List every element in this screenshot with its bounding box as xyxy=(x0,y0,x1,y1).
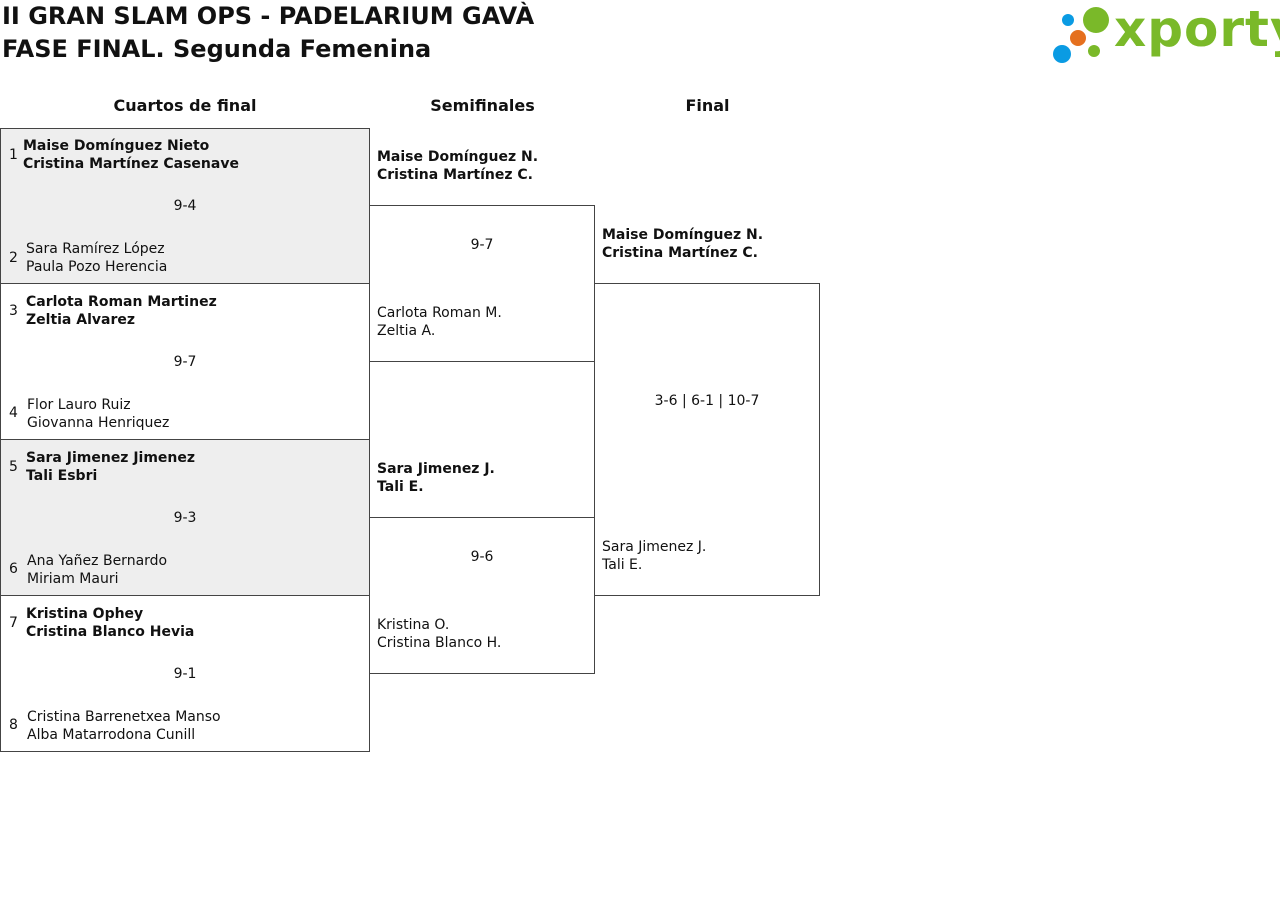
match-score: 9-1 xyxy=(173,666,197,682)
player-name: Zeltia A. xyxy=(377,323,436,339)
team-bottom: Ana Yañez Bernardo Miriam Mauri xyxy=(27,552,167,588)
final-match[interactable]: 3-6 | 6-1 | 10-7 Sara Jimenez J. Tali E. xyxy=(594,283,820,596)
seed-number: 8 xyxy=(9,717,18,733)
player-name: Cristina Blanco H. xyxy=(377,635,502,651)
player-name: Carlota Roman Martinez xyxy=(26,294,217,310)
quarterfinal-match[interactable]: 3 Carlota Roman Martinez Zeltia Alvarez … xyxy=(0,283,370,440)
team-bottom: Sara Jimenez J. Tali E. xyxy=(602,538,706,574)
seed-number: 7 xyxy=(9,615,18,631)
player-name: Maise Domínguez N. xyxy=(377,149,539,165)
team-top: Sara Jimenez Jimenez Tali Esbri xyxy=(26,449,195,485)
quarterfinal-match[interactable]: 7 Kristina Ophey Cristina Blanco Hevia 9… xyxy=(0,595,370,752)
player-name: Cristina Martínez Casenave xyxy=(23,156,239,172)
player-name: Flor Lauro Ruiz xyxy=(27,397,131,413)
player-name: Kristina O. xyxy=(377,617,450,633)
player-name: Cristina Martínez C. xyxy=(377,167,533,183)
player-name: Tali E. xyxy=(602,557,643,573)
player-name: Cristina Barrenetxea Manso xyxy=(27,709,221,725)
quarterfinal-match[interactable]: 1 Maise Domínguez Nieto Cristina Martíne… xyxy=(0,128,370,284)
player-name: Sara Jimenez Jimenez xyxy=(26,450,196,466)
player-name: Cristina Martínez C. xyxy=(602,245,758,261)
player-name: Sara Ramírez López xyxy=(26,241,165,257)
team-bottom: Flor Lauro Ruiz Giovanna Henriquez xyxy=(27,396,169,432)
player-name: Carlota Roman M. xyxy=(377,305,502,321)
seed-number: 1 xyxy=(9,147,18,163)
logo-wordmark: xporty xyxy=(1114,0,1280,58)
player-name: Giovanna Henriquez xyxy=(27,415,170,431)
team-top: Maise Domínguez Nieto Cristina Martínez … xyxy=(23,137,239,173)
tournament-title: II GRAN SLAM OPS - PADELARIUM GAVÀ xyxy=(2,2,535,30)
team-bottom: Sara Ramírez López Paula Pozo Herencia xyxy=(26,240,167,276)
seed-number: 5 xyxy=(9,459,18,475)
player-name: Cristina Blanco Hevia xyxy=(26,624,195,640)
seed-number: 4 xyxy=(9,405,18,421)
match-score: 9-4 xyxy=(173,198,197,214)
match-score: 9-6 xyxy=(470,549,494,565)
quarterfinal-match[interactable]: 5 Sara Jimenez Jimenez Tali Esbri 9-3 6 … xyxy=(0,439,370,596)
match-score: 9-3 xyxy=(173,510,197,526)
team-top: Carlota Roman Martinez Zeltia Alvarez xyxy=(26,293,217,329)
round-header-semifinals: Semifinales xyxy=(430,96,535,115)
team-top: Kristina Ophey Cristina Blanco Hevia xyxy=(26,605,194,641)
logo-dots-icon xyxy=(1053,7,1109,63)
player-name: Maise Domínguez N. xyxy=(602,227,764,243)
player-name: Tali Esbri xyxy=(26,468,98,484)
seed-number: 2 xyxy=(9,250,18,266)
team-bottom: Kristina O. Cristina Blanco H. xyxy=(377,616,501,652)
semifinal-match[interactable]: 9-6 Kristina O. Cristina Blanco H. xyxy=(369,517,595,674)
player-name: Miriam Mauri xyxy=(27,571,119,587)
player-name: Tali E. xyxy=(377,479,424,495)
seed-number: 3 xyxy=(9,303,18,319)
semifinal-top-team: Maise Domínguez N. Cristina Martínez C. xyxy=(377,148,538,184)
player-name: Alba Matarrodona Cunill xyxy=(27,727,196,743)
player-name: Sara Jimenez J. xyxy=(377,461,495,477)
final-top-team: Maise Domínguez N. Cristina Martínez C. xyxy=(602,226,763,262)
team-bottom: Carlota Roman M. Zeltia A. xyxy=(377,304,502,340)
match-score: 9-7 xyxy=(173,354,197,370)
semifinal-match[interactable]: 9-7 Carlota Roman M. Zeltia A. xyxy=(369,205,595,362)
player-name: Paula Pozo Herencia xyxy=(26,259,168,275)
player-name: Sara Jimenez J. xyxy=(602,539,707,555)
match-score: 9-7 xyxy=(470,237,494,253)
semifinal-top-team: Sara Jimenez J. Tali E. xyxy=(377,460,495,496)
match-score: 3-6 | 6-1 | 10-7 xyxy=(654,393,760,409)
player-name: Zeltia Alvarez xyxy=(26,312,136,328)
round-header-quarterfinals: Cuartos de final xyxy=(113,96,257,115)
round-header-final: Final xyxy=(685,96,730,115)
xporty-logo: xporty xyxy=(1050,0,1280,68)
category-title: FASE FINAL. Segunda Femenina xyxy=(2,35,432,63)
seed-number: 6 xyxy=(9,561,18,577)
team-bottom: Cristina Barrenetxea Manso Alba Matarrod… xyxy=(27,708,221,744)
player-name: Maise Domínguez Nieto xyxy=(23,138,210,154)
player-name: Ana Yañez Bernardo xyxy=(27,553,168,569)
player-name: Kristina Ophey xyxy=(26,606,144,622)
